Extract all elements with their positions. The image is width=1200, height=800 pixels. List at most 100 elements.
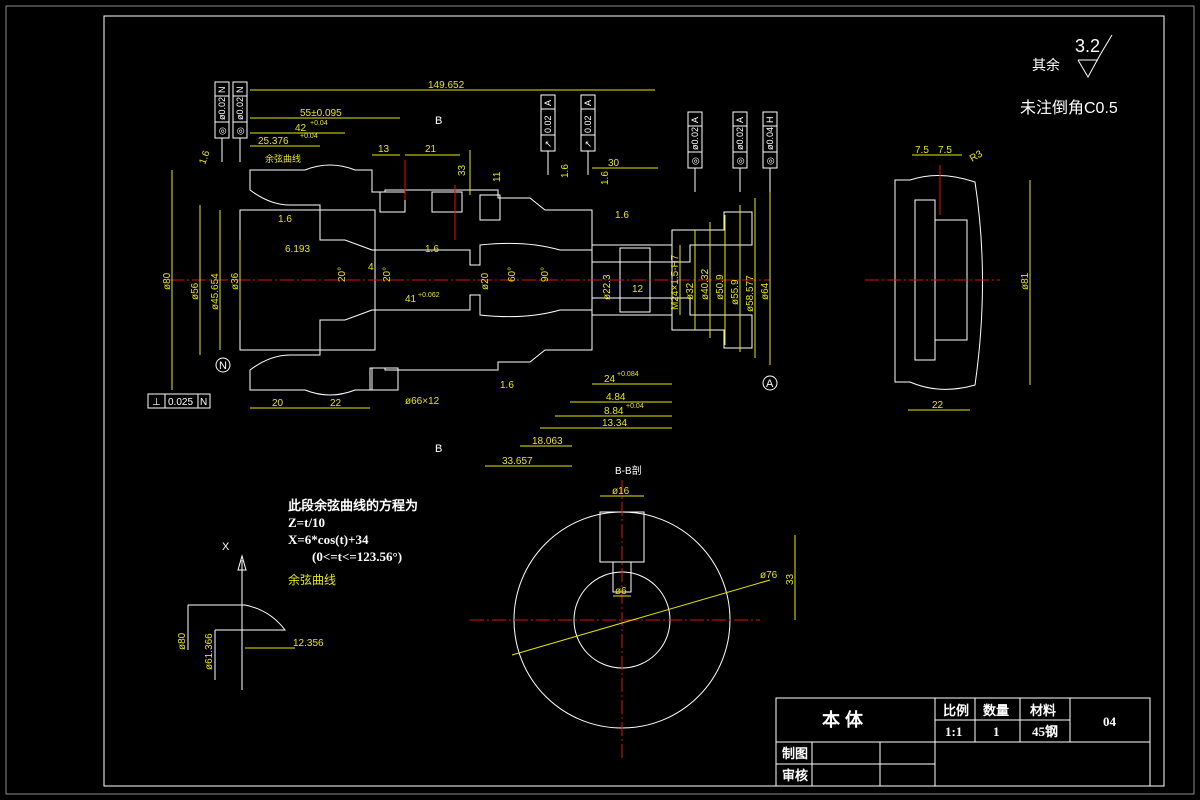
qty-value: 1 (993, 724, 1000, 739)
side-22: 22 (932, 400, 944, 411)
flatness-frame (147, 393, 211, 409)
dim-24-tol: +0.084 (617, 371, 639, 378)
detail-cosine-label: 余弦曲线 (288, 572, 336, 587)
dia20-text: ø20 (480, 272, 491, 290)
tolerance-text: A (583, 100, 593, 106)
datum-n-circle (215, 357, 231, 373)
cosine-curve-label: 余弦曲线 (265, 153, 301, 164)
dia55-text: ø55.9 (730, 279, 741, 305)
chamfer-note: 未注倒角C0.5 (1020, 99, 1118, 117)
dim-13-text: 13 (378, 144, 390, 155)
dim-25-tol: +0.04 (300, 133, 318, 140)
dim-18063-text: 18.063 (532, 436, 563, 447)
dim-884-text: 8.84 (604, 406, 624, 417)
detail-80: ø80 (177, 632, 188, 650)
dim-1334-text: 13.34 (602, 418, 627, 429)
ang-90: 90° (540, 267, 551, 282)
tolerance-text: N (235, 87, 245, 94)
tolerance-frame: A 0.02 ↗ (540, 94, 556, 175)
sec-33: 33 (785, 573, 796, 585)
groove-4 (369, 367, 399, 391)
groove-1 (379, 191, 406, 213)
dim-42-text: 42 (295, 123, 307, 134)
dim-25-text: 25.376 (258, 136, 289, 147)
detail-sketch: X 余弦曲线 ø80 ø61.366 12.356 (177, 541, 336, 690)
dim-6193-text: 6.193 (285, 244, 310, 255)
check-label: 审核 (782, 768, 808, 783)
lower-section (249, 294, 753, 396)
dia64-text: ø64 (760, 282, 771, 300)
svg-text:1.6: 1.6 (197, 149, 212, 166)
section-title: B-B剖 (615, 464, 642, 477)
dim-4-text: 4 (368, 262, 374, 273)
dim-22-text: 22 (330, 398, 342, 409)
tolerance-text: ◎ (735, 157, 745, 165)
svg-text:1.6: 1.6 (560, 164, 571, 178)
detail-12: 12.356 (293, 638, 324, 649)
tolerance-text: 0.02 (543, 115, 553, 133)
tolerance-text: ø0.04 (765, 127, 775, 150)
tolerance-text: H (765, 117, 775, 124)
dia40-text: ø40.32 (700, 268, 711, 300)
dia80-text: ø80 (162, 272, 173, 290)
scale-label: 比例 (943, 703, 969, 718)
equation-note: 此段余弦曲线的方程为 Z=t/10 X=6*cos(t)+34 (0<=t<=1… (288, 498, 418, 564)
side-r3: R3 (968, 148, 985, 164)
tolerance-text: A (690, 117, 700, 123)
equation-2: X=6*cos(t)+34 (288, 532, 369, 547)
dim-11-text: 11 (492, 171, 503, 182)
tolerance-frame: Aø0.02◎ (732, 111, 748, 192)
tolerance-frames: Nø0.02◎Nø0.02◎A0.02↗A0.02↗Aø0.02◎Aø0.02◎… (214, 81, 778, 192)
tolerance-frame: Nø0.02◎ (214, 81, 230, 162)
side-view: ø81 22 7.5 7.5 R3 (865, 145, 1031, 411)
dim-33657-text: 33.657 (502, 456, 533, 467)
datum-a-circle (762, 375, 778, 391)
dim-42-tol: +0.04 (310, 120, 328, 127)
detail-61: ø61.366 (204, 633, 215, 670)
dia32-text: ø32 (685, 282, 696, 300)
equation-3: (0<=t<=123.56°) (312, 549, 402, 564)
tolerance-text: ø0.02 (690, 127, 700, 150)
drawing-number: 04 (1103, 714, 1117, 729)
tolerance-text: ↗ (583, 140, 593, 148)
tolerance-text: ↗ (543, 140, 553, 148)
side-75b: 7.5 (938, 145, 952, 156)
dia58-text: ø58.577 (745, 275, 756, 312)
section-b-bottom: B (435, 443, 442, 455)
ang-20b: 20° (382, 267, 393, 282)
tolerance-text: ø0.02 (235, 97, 245, 120)
tolerance-text: 0.02 (583, 115, 593, 133)
dia45-text: ø45.654 (210, 273, 221, 310)
rest-value: 3.2 (1075, 36, 1100, 56)
main-view: 149.652 55±0.095 42 +0.04 25.376 +0.04 1… (147, 80, 778, 467)
dim-20-text: 20 (272, 398, 284, 409)
sec-16: ø16 (612, 486, 630, 497)
tolerance-text: A (543, 100, 553, 106)
tolerance-text: ◎ (765, 157, 775, 165)
inner-frame (103, 15, 1165, 787)
m24-text: M24×1.5-H7 (670, 254, 681, 310)
dia36-text: ø36 (230, 272, 241, 290)
datum-a: A (766, 378, 774, 390)
ang-20a: 20° (337, 267, 348, 282)
sec-76: ø76 (760, 570, 778, 581)
roughness-note: 其余 3.2 未注倒角C0.5 (1020, 34, 1118, 117)
material-label: 材料 (1030, 703, 1056, 718)
rest-label: 其余 (1032, 57, 1060, 73)
side-75a: 7.5 (915, 145, 929, 156)
dim-24-text: 24 (604, 374, 616, 385)
section-b-top: B (435, 115, 442, 127)
dim-41-tol: +0.062 (418, 292, 440, 299)
dim-12-text: 12 (632, 284, 644, 295)
dia56-text: ø56 (190, 282, 201, 300)
part-name: 本 体 (822, 709, 864, 730)
equation-title: 此段余弦曲线的方程为 (288, 498, 418, 513)
sec-6: ø6 (615, 586, 627, 597)
tolerance-text: ◎ (217, 127, 227, 135)
svg-text:⊥: ⊥ (152, 397, 161, 408)
title-block: 本 体 比例 数量 材料 1:1 1 45钢 04 制图 审核 (775, 697, 1151, 787)
groove-3 (479, 194, 501, 221)
svg-text:1.6: 1.6 (278, 214, 292, 225)
svg-text:1.6: 1.6 (425, 244, 439, 255)
